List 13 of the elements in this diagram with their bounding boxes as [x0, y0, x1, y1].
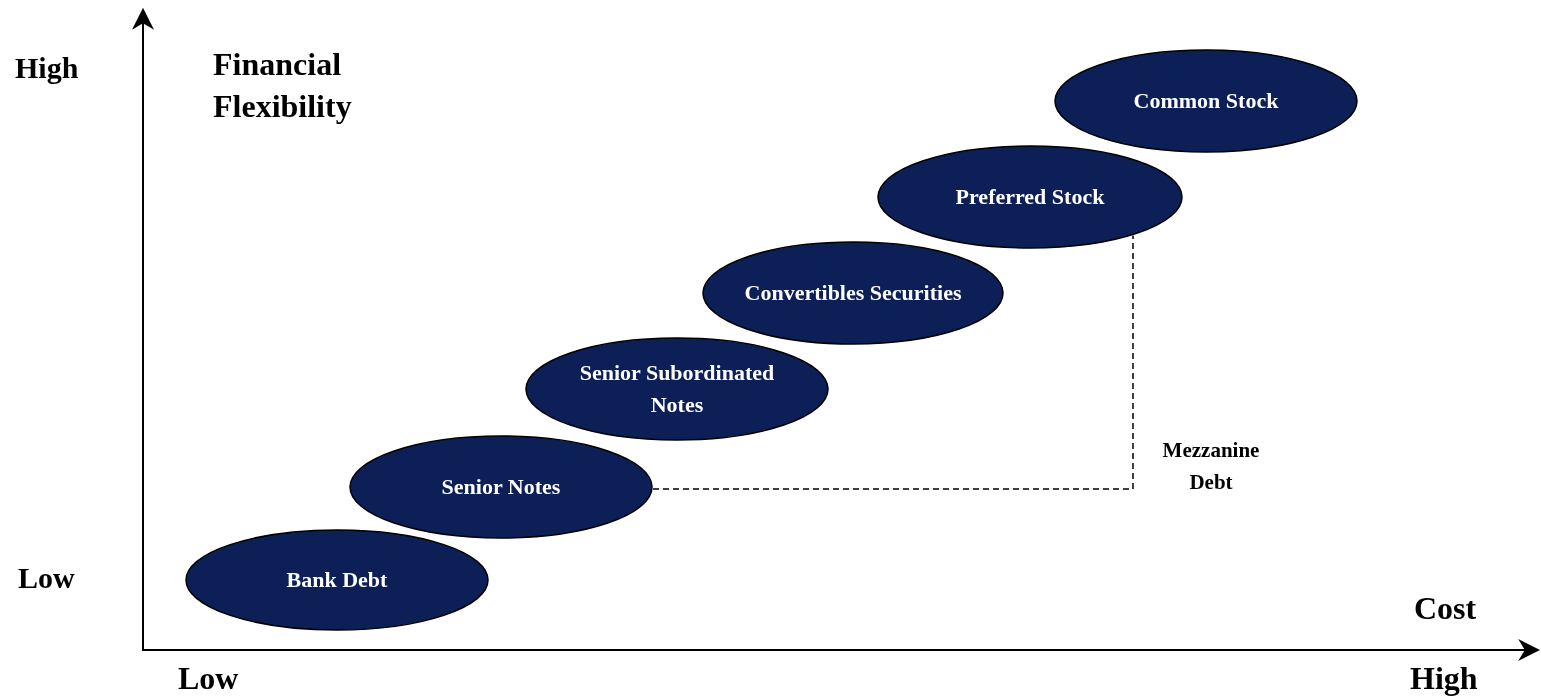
connector	[652, 234, 1134, 490]
axis-title: Financial Flexibility	[213, 45, 353, 126]
ellipse-node: Senior Notes	[349, 435, 653, 539]
ellipse-node: Preferred Stock	[877, 145, 1183, 249]
ellipse-node: Common Stock	[1054, 49, 1358, 153]
ellipse-node: Senior Subordinated Notes	[525, 337, 829, 441]
axis-label: Cost	[1414, 589, 1477, 628]
axis-label: High	[15, 50, 79, 86]
ellipse-node: Bank Debt	[185, 529, 489, 631]
ellipse-node: Convertibles Securities	[702, 241, 1004, 345]
axis-label: Low	[178, 659, 239, 698]
axis-label: High	[1410, 659, 1478, 698]
axis-label: Low	[18, 560, 75, 596]
